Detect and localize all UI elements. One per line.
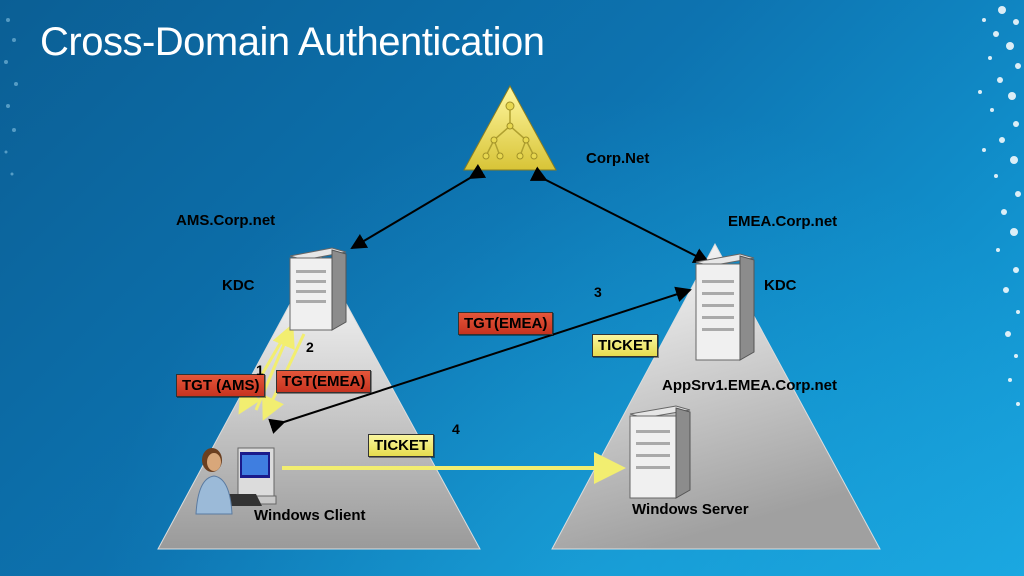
windows-server-label: Windows Server (632, 501, 749, 518)
tgt-emea-left-tag: TGT(EMEA) (276, 370, 372, 393)
windows-server-icon (629, 405, 691, 499)
step-2-number: 2 (306, 339, 314, 355)
ams-kdc-label: KDC (222, 277, 255, 294)
ticket-mid-tag: TICKET (368, 434, 435, 457)
forest-root-icon (463, 84, 557, 171)
slide-title: Cross-Domain Authentication (40, 20, 545, 64)
trust-arrow-emea (529, 166, 710, 263)
emea-kdc-label: KDC (764, 277, 797, 294)
step-3-number: 3 (594, 284, 602, 300)
ticket-right-tag: TICKET (592, 334, 659, 357)
emea-kdc-server-icon (695, 253, 755, 361)
left-dot-pattern (4, 18, 18, 176)
arrow-step3 (268, 286, 692, 434)
app-server-fqdn-label: AppSrv1.EMEA.Corp.net (662, 377, 838, 394)
tgt-emea-mid-tag: TGT(EMEA) (458, 312, 554, 335)
windows-client-label: Windows Client (254, 507, 366, 524)
ams-domain-label: AMS.Corp.net (176, 212, 276, 229)
step-4-number: 4 (452, 421, 460, 437)
user-person-icon (195, 448, 233, 515)
trust-arrow-ams (350, 163, 487, 250)
step-1-number: 1 (256, 362, 264, 378)
root-domain-label: Corp.Net (586, 150, 650, 167)
right-dot-pattern (978, 6, 1021, 406)
ams-kdc-server-icon (289, 247, 347, 331)
emea-domain-label: EMEA.Corp.net (728, 213, 838, 230)
tgt-ams-tag: TGT (AMS) (176, 374, 266, 397)
